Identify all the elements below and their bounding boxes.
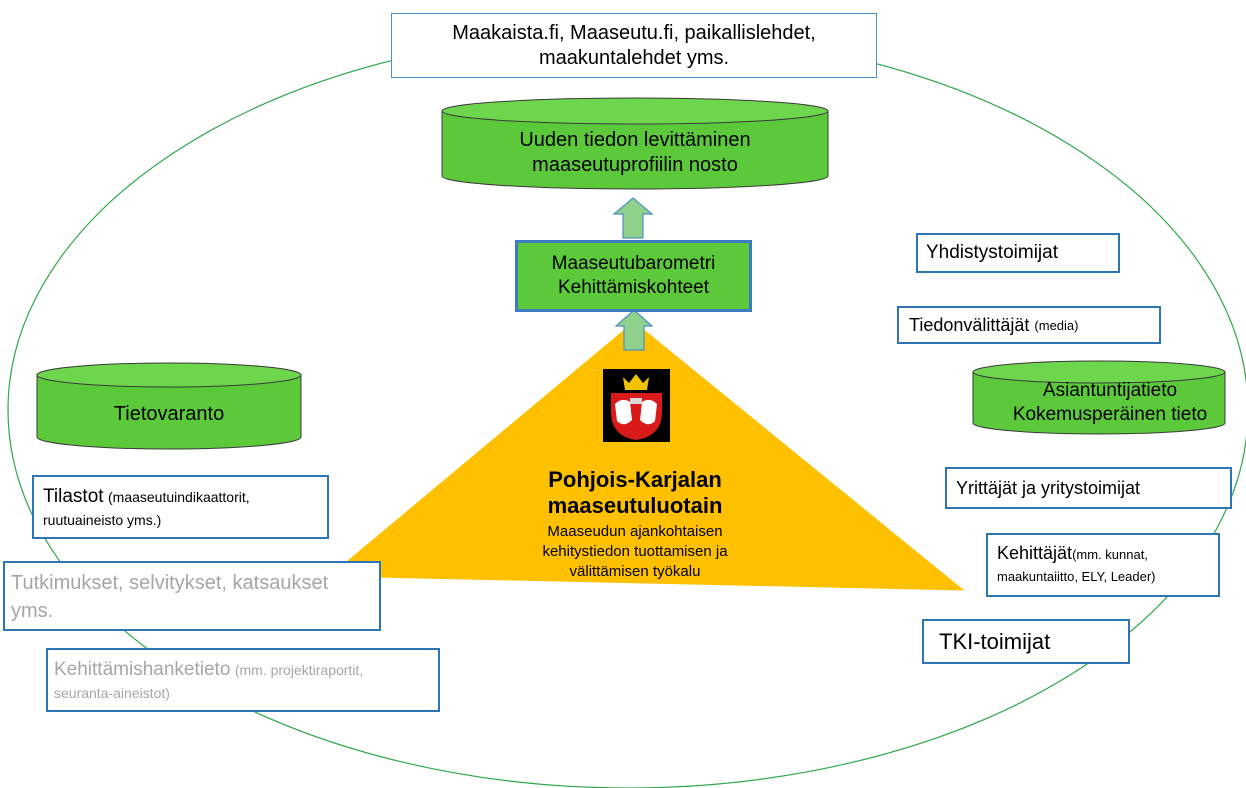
tilastot-box: Tilastot (maaseutuindikaattorit, ruutuai… [32, 475, 329, 539]
kehittamishanke-main: Kehittämishanketieto [54, 659, 231, 680]
tutkimukset-line2: yms. [11, 600, 54, 622]
top-cylinder-label: Uuden tiedon levittäminen maaseutuprofii… [442, 125, 828, 181]
barometer-line1: Maaseutubarometri [551, 253, 716, 274]
center-subtitle-line2: kehitystiedon tuottamisen ja [542, 542, 728, 560]
kehittajat-detail-a: (mm. kunnat, [1072, 547, 1148, 562]
kehittajat-main: Kehittäjät [997, 543, 1073, 563]
right-cylinder [972, 360, 1226, 435]
tilastot-detail-a: (maaseutuindikaattorit, [108, 489, 250, 505]
media-channels-line1: Maakaista.fi, Maaseutu.fi, paikallislehd… [452, 21, 816, 44]
top-cylinder-line2: maaseutuprofiilin nosto [532, 154, 738, 176]
kehittamishanke-box: Kehittämishanketieto (mm. projektiraport… [46, 648, 440, 712]
tki-box: TKI-toimijat [922, 619, 1130, 664]
right-cylinder-line1: Asiantuntijatieto [1042, 380, 1178, 401]
barometer-line2: Kehittämiskohteet [557, 277, 710, 298]
top-cylinder-line1: Uuden tiedon levittäminen [519, 129, 751, 151]
coat-of-arms-icon [603, 369, 670, 442]
kehittajat-detail-b: maakuntaiitto, ELY, Leader) [997, 569, 1156, 584]
center-title-line2: maaseutuluotain [547, 492, 723, 518]
left-cylinder [36, 362, 302, 450]
left-cylinder-text: Tietovaranto [113, 402, 225, 425]
right-cylinder-label: Asiantuntijatieto Kokemusperäinen tieto [990, 377, 1230, 429]
yhdistystoimijat-box: Yhdistystoimijat [916, 233, 1120, 273]
yrittajat-label: Yrittäjät ja yritystoimijat [956, 477, 1141, 498]
center-subtitle-line3: välittämisen työkalu [569, 562, 701, 580]
arrow-up-lower-icon [614, 309, 654, 351]
tki-label: TKI-toimijat [939, 628, 1051, 654]
kehittamishanke-detail-b: seuranta-aineistot) [54, 685, 170, 701]
kehittajat-box: Kehittäjät(mm. kunnat, maakuntaiitto, EL… [986, 533, 1220, 597]
tilastot-main: Tilastot [43, 486, 104, 507]
tiedonvalittajat-detail: (media) [1034, 317, 1079, 333]
left-cylinder-label: Tietovaranto [37, 395, 301, 433]
barometer-box: Maaseutubarometri Kehittämiskohteet [515, 240, 752, 312]
center-text: Pohjois-Karjalan maaseutuluotain Maaseud… [480, 458, 790, 590]
right-cylinder-line2: Kokemusperäinen tieto [1012, 404, 1208, 425]
tutkimukset-box: Tutkimukset, selvitykset, katsaukset yms… [3, 561, 381, 631]
tiedonvalittajat-main: Tiedonvälittäjät [909, 314, 1030, 335]
center-title-line1: Pohjois-Karjalan [548, 466, 722, 492]
yrittajat-box: Yrittäjät ja yritystoimijat [945, 467, 1232, 509]
media-channels-line2: maakuntalehdet yms. [538, 46, 730, 69]
media-channels-box: Maakaista.fi, Maaseutu.fi, paikallislehd… [391, 13, 877, 78]
tilastot-detail-b: ruutuaineisto yms.) [43, 512, 162, 528]
kehittamishanke-detail-a: (mm. projektiraportit, [234, 662, 364, 678]
center-triangle [328, 321, 965, 591]
arrow-up-upper-icon [612, 197, 654, 239]
tutkimukset-line1: Tutkimukset, selvitykset, katsaukset [11, 572, 329, 594]
center-subtitle-line1: Maaseudun ajankohtaisen [547, 522, 723, 540]
tiedonvalittajat-box: Tiedonvälittäjät (media) [897, 306, 1161, 344]
top-cylinder [441, 97, 829, 190]
yhdistystoimijat-label: Yhdistystoimijat [926, 242, 1058, 263]
